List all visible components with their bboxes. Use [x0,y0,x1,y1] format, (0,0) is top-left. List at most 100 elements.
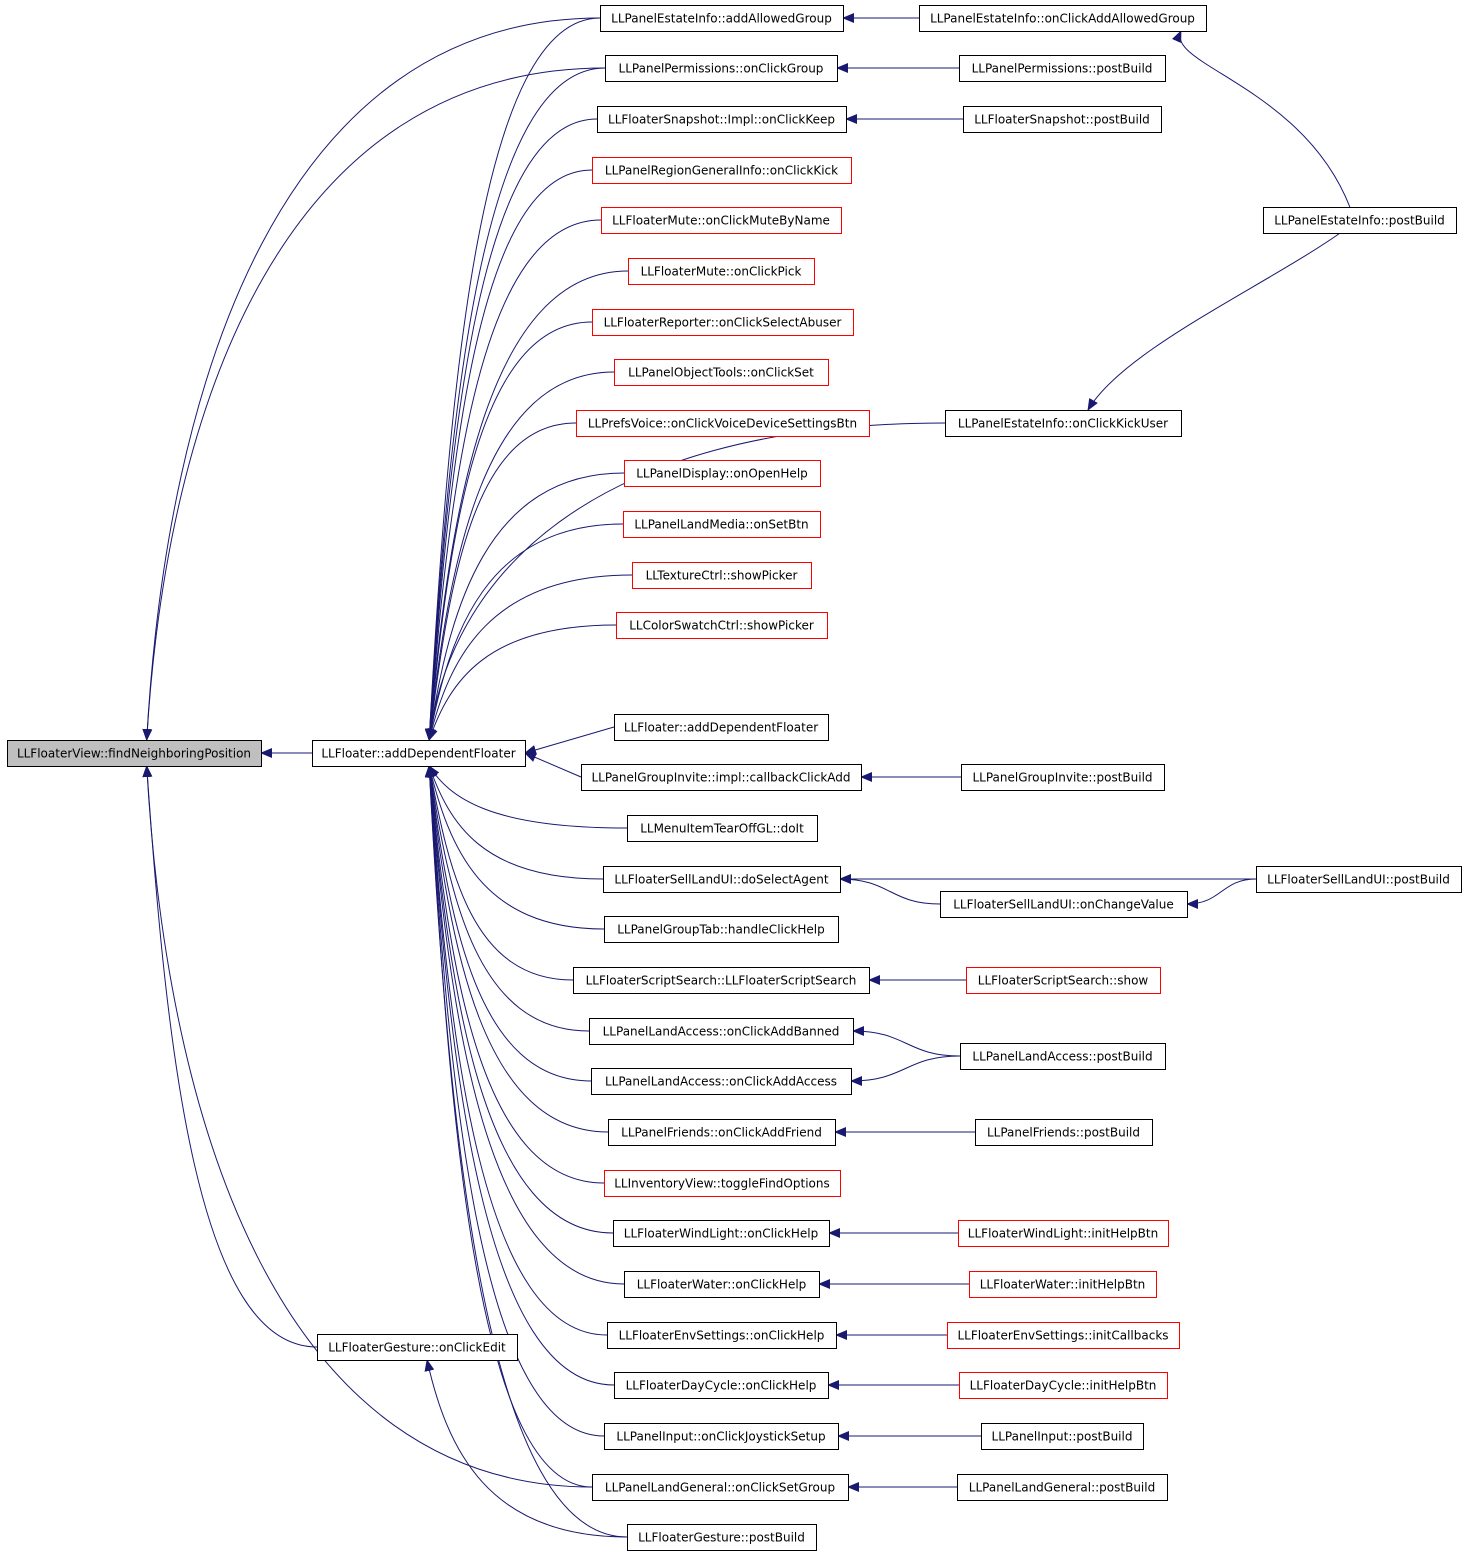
edge-m0-to-n1 [424,17,601,741]
edge-m22-to-n1 [425,765,605,1184]
node-m21[interactable]: LLPanelFriends::onClickAddFriend [608,1119,836,1146]
node-box [312,740,526,767]
node-m18[interactable]: LLFloaterScriptSearch::LLFloaterScriptSe… [573,967,870,994]
node-m19[interactable]: LLPanelLandAccess::onClickAddBanned [589,1018,854,1045]
node-label: LLPanelGroupInvite::impl::callbackClickA… [591,771,850,785]
node-r9[interactable]: LLFloaterWindLight::initHelpBtn [958,1220,1169,1247]
node-r7[interactable]: LLPanelLandAccess::postBuild [960,1043,1166,1070]
node-m16[interactable]: LLFloaterSellLandUI::doSelectAgent [603,866,841,893]
node-label: LLFloaterSnapshot::Impl::onClickKeep [608,113,835,127]
node-label: LLPanelLandGeneral::postBuild [969,1481,1155,1495]
node-r8[interactable]: LLPanelFriends::postBuild [975,1119,1153,1146]
node-n1[interactable]: LLFloater::addDependentFloater [312,740,526,767]
node-m5[interactable]: LLFloaterMute::onClickPick [628,258,815,285]
node-box [576,410,870,437]
node-f0[interactable]: LLPanelEstateInfo::postBuild [1263,207,1457,234]
node-box [624,460,821,487]
node-m2[interactable]: LLFloaterSnapshot::Impl::onClickKeep [597,106,847,133]
node-r11[interactable]: LLFloaterEnvSettings::initCallbacks [947,1322,1180,1349]
node-box [603,866,841,893]
node-label: LLFloaterWater::onClickHelp [637,1278,807,1292]
node-r12[interactable]: LLFloaterDayCycle::initHelpBtn [959,1372,1168,1399]
node-r5[interactable]: LLFloaterSellLandUI::onChangeValue [940,891,1188,918]
node-label: LLPanelPermissions::postBuild [972,62,1153,76]
node-label: LLFloaterWater::initHelpBtn [980,1278,1146,1292]
node-box [960,1043,1166,1070]
node-m23[interactable]: LLFloaterWindLight::onClickHelp [613,1220,830,1247]
node-m27[interactable]: LLPanelInput::onClickJoystickSetup [604,1423,839,1450]
node-m1[interactable]: LLPanelPermissions::onClickGroup [605,55,838,82]
node-label: LLFloaterScriptSearch::show [978,974,1149,988]
node-m11[interactable]: LLTextureCtrl::showPicker [632,562,812,589]
node-m22[interactable]: LLInventoryView::toggleFindOptions [604,1170,841,1197]
node-n2[interactable]: LLFloaterGesture::onClickEdit [317,1334,518,1361]
node-m24[interactable]: LLFloaterWater::onClickHelp [624,1271,820,1298]
node-m13[interactable]: LLFloater::addDependentFloater [614,714,829,741]
node-m10[interactable]: LLPanelLandMedia::onSetBtn [623,511,821,538]
node-f1[interactable]: LLFloaterSellLandUI::postBuild [1256,866,1462,893]
edge-layer [142,13,1351,1538]
node-label: LLFloaterSellLandUI::doSelectAgent [614,873,828,887]
edge-m20-to-n1 [425,765,592,1082]
node-label: LLPanelInput::postBuild [992,1430,1133,1444]
node-box [1263,207,1457,234]
node-m15[interactable]: LLMenuItemTearOffGL::doIt [627,815,818,842]
node-label: LLPanelGroupInvite::postBuild [972,771,1152,785]
edge-m13-to-n1 [524,726,615,755]
node-box [592,1474,849,1501]
node-m26[interactable]: LLFloaterDayCycle::onClickHelp [614,1372,829,1399]
node-box [614,1372,829,1399]
node-m25[interactable]: LLFloaterEnvSettings::onClickHelp [607,1322,837,1349]
edge-r7-to-m19 [852,1026,961,1057]
node-m6[interactable]: LLFloaterReporter::onClickSelectAbuser [592,309,854,336]
edge-r7-to-m20 [850,1055,961,1086]
edge-m28-to-n0 [142,765,593,1488]
node-box [947,1322,1180,1349]
node-r0[interactable]: LLPanelEstateInfo::onClickAddAllowedGrou… [919,5,1207,32]
node-m12[interactable]: LLColorSwatchCtrl::showPicker [616,612,828,639]
node-m17[interactable]: LLPanelGroupTab::handleClickHelp [604,916,839,943]
node-r14[interactable]: LLPanelLandGeneral::postBuild [957,1474,1168,1501]
node-m28[interactable]: LLPanelLandGeneral::onClickSetGroup [592,1474,849,1501]
node-label: LLFloaterDayCycle::initHelpBtn [970,1379,1157,1393]
edge-m27-to-n1 [424,765,605,1437]
node-label: LLFloaterDayCycle::onClickHelp [626,1379,817,1393]
node-n0[interactable]: LLFloaterView::findNeighboringPosition [7,740,262,767]
node-r2[interactable]: LLFloaterSnapshot::postBuild [963,106,1162,133]
node-m0[interactable]: LLPanelEstateInfo::addAllowedGroup [600,5,844,32]
node-r6[interactable]: LLFloaterScriptSearch::show [966,967,1161,994]
node-r3[interactable]: LLPanelEstateInfo::onClickKickUser [945,410,1182,437]
edge-m24-to-n1 [425,765,625,1285]
node-r1[interactable]: LLPanelPermissions::postBuild [959,55,1166,82]
node-r4[interactable]: LLPanelGroupInvite::postBuild [961,764,1165,791]
node-m29[interactable]: LLFloaterGesture::postBuild [627,1524,817,1551]
node-m20[interactable]: LLPanelLandAccess::onClickAddAccess [591,1068,852,1095]
node-label: LLFloater::addDependentFloater [321,747,515,761]
node-m8[interactable]: LLPrefsVoice::onClickVoiceDeviceSettings… [576,410,870,437]
node-r10[interactable]: LLFloaterWater::initHelpBtn [969,1271,1157,1298]
node-box [600,5,844,32]
node-label: LLTextureCtrl::showPicker [646,569,798,583]
node-box [604,916,839,943]
node-label: LLFloaterReporter::onClickSelectAbuser [604,316,842,330]
node-box [597,106,847,133]
node-label: LLPanelFriends::onClickAddFriend [621,1126,822,1140]
edge-m6-to-n1 [425,321,593,741]
node-box [317,1334,518,1361]
edge-m7-to-n1 [425,371,615,741]
node-r13[interactable]: LLPanelInput::postBuild [981,1423,1144,1450]
node-label: LLPrefsVoice::onClickVoiceDeviceSettings… [588,417,857,431]
node-box [940,891,1188,918]
edge-m19-to-n1 [425,765,590,1032]
node-m14[interactable]: LLPanelGroupInvite::impl::callbackClickA… [581,764,862,791]
node-m7[interactable]: LLPanelObjectTools::onClickSet [614,359,829,386]
node-box [632,562,812,589]
edge-m8-to-n1 [425,422,577,741]
node-m9[interactable]: LLPanelDisplay::onOpenHelp [624,460,821,487]
edge-m18-to-n1 [426,765,574,981]
node-m4[interactable]: LLFloaterMute::onClickMuteByName [601,207,842,234]
node-box [1256,866,1462,893]
node-m3[interactable]: LLPanelRegionGeneralInfo::onClickKick [592,157,852,184]
node-box [981,1423,1144,1450]
